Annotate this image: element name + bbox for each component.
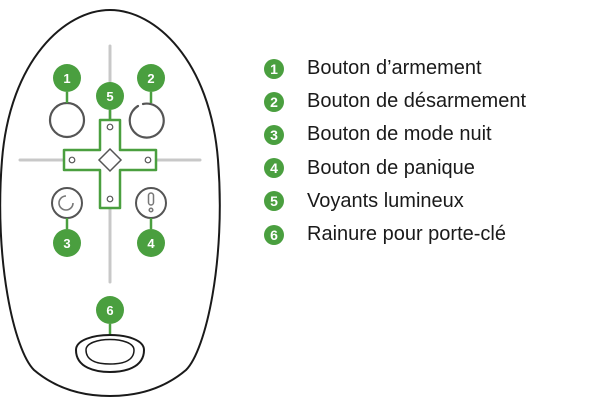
key-fob-diagram: 1 2 3 4 5 6 xyxy=(0,8,221,398)
callout-number: 3 xyxy=(63,236,70,251)
callout-number: 4 xyxy=(147,236,155,251)
legend-number: 2 xyxy=(264,91,284,112)
legend-item: 5 Voyants lumineux xyxy=(264,185,526,218)
callout-badge-6: 6 xyxy=(96,296,124,334)
legend-label: Bouton de mode nuit xyxy=(307,123,492,146)
moon-icon xyxy=(58,195,74,211)
legend-item: 6 Rainure pour porte-clé xyxy=(264,218,526,251)
legend: 1 Bouton d’armement 2 Bouton de désarmem… xyxy=(264,52,526,251)
center-diamond-icon xyxy=(97,147,123,173)
arm-button[interactable] xyxy=(48,101,86,139)
keyring-slot-inner xyxy=(85,338,135,365)
legend-number: 5 xyxy=(264,191,284,212)
led-dots xyxy=(68,123,152,203)
callout-number: 1 xyxy=(63,71,70,86)
fob-outline xyxy=(0,8,221,398)
legend-number: 6 xyxy=(264,224,284,245)
legend-item: 2 Bouton de désarmement xyxy=(264,85,526,118)
legend-item: 1 Bouton d’armement xyxy=(264,52,526,85)
legend-number: 4 xyxy=(264,158,284,179)
legend-label: Rainure pour porte-clé xyxy=(307,223,506,246)
keyring-slot xyxy=(74,334,146,374)
legend-item: 4 Bouton de panique xyxy=(264,152,526,185)
disarm-button[interactable] xyxy=(128,102,165,139)
callout-badge-4: 4 xyxy=(137,218,165,257)
legend-label: Bouton de panique xyxy=(307,156,475,179)
callout-number: 5 xyxy=(106,89,113,104)
legend-label: Voyants lumineux xyxy=(307,189,464,212)
callout-badge-3: 3 xyxy=(53,218,81,257)
legend-number: 3 xyxy=(264,124,284,145)
legend-item: 3 Bouton de mode nuit xyxy=(264,118,526,151)
callout-badge-1: 1 xyxy=(53,64,81,103)
callout-badge-2: 2 xyxy=(137,64,165,103)
legend-label: Bouton d’armement xyxy=(307,57,482,80)
panic-button[interactable] xyxy=(135,187,167,219)
night-mode-button[interactable] xyxy=(51,187,83,219)
legend-label: Bouton de désarmement xyxy=(307,90,527,113)
legend-number: 1 xyxy=(264,58,284,79)
callout-number: 2 xyxy=(147,71,154,86)
callout-number: 6 xyxy=(106,303,113,318)
exclamation-icon xyxy=(147,192,155,206)
callout-badge-5: 5 xyxy=(96,82,124,120)
